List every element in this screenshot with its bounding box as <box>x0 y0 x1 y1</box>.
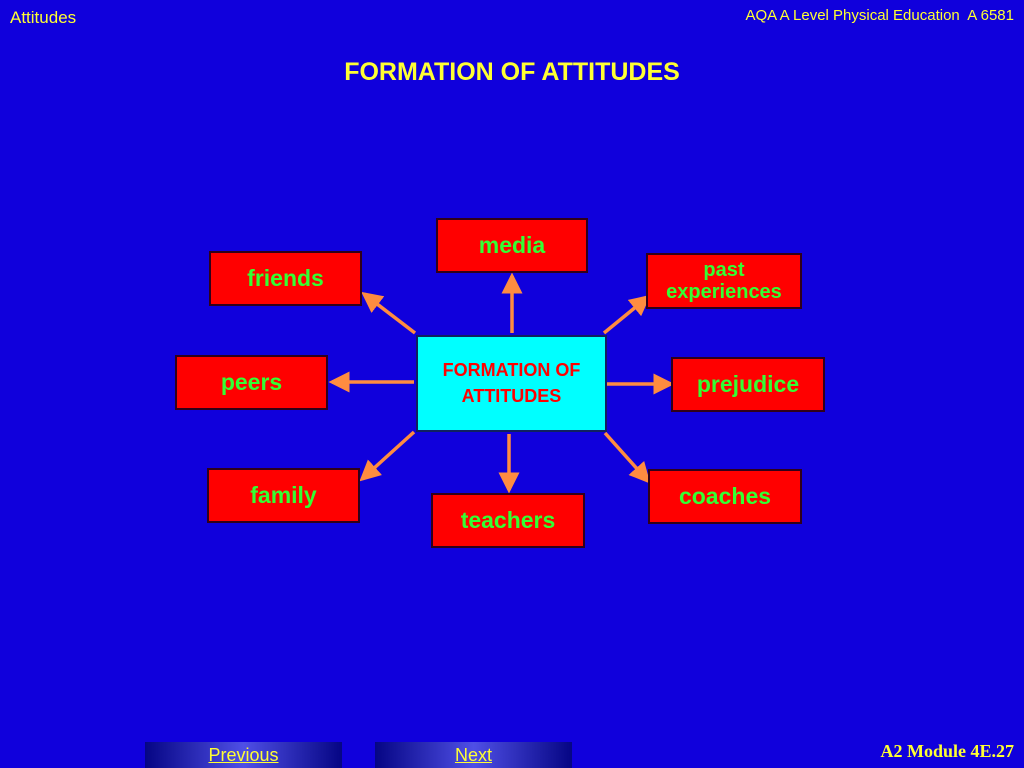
node-past-experiences: past experiences <box>646 253 802 309</box>
module-label: A2 Module 4E.27 <box>880 741 1014 761</box>
node-prejudice: prejudice <box>671 357 825 412</box>
arrow-to-coaches <box>603 431 651 484</box>
arrow-to-friends <box>361 291 417 335</box>
arrow-to-past-experiences <box>602 294 651 335</box>
node-family: family <box>207 468 360 523</box>
node-friends: friends <box>209 251 362 306</box>
node-teachers: teachers <box>431 493 585 548</box>
page-title: FORMATION OF ATTITUDES <box>344 58 680 86</box>
node-peers: peers <box>175 355 328 410</box>
node-past-line2: experiences <box>666 281 782 303</box>
header-section-label: Attitudes <box>10 8 77 27</box>
center-node-line2: ATTITUDES <box>461 385 562 406</box>
node-coaches: coaches <box>648 469 802 524</box>
center-node-line1: FORMATION OF <box>442 360 581 381</box>
center-node: FORMATION OF ATTITUDES <box>416 335 607 432</box>
arrow-to-family <box>359 430 416 482</box>
node-past-line1: past <box>703 258 745 281</box>
header-course-label: AQA A Level Physical Education A 6581 <box>745 7 1014 24</box>
previous-button[interactable]: Previous <box>145 742 342 768</box>
node-media: media <box>436 218 588 273</box>
next-button[interactable]: Next <box>375 742 572 768</box>
